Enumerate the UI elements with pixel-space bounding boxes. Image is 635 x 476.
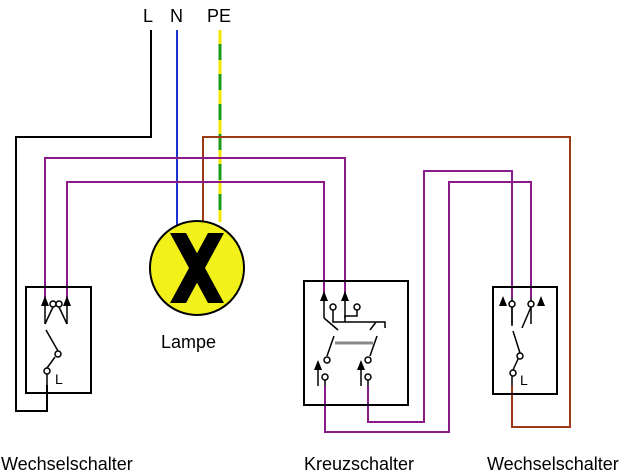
- switched-live-wire: [202, 136, 571, 428]
- lamp: [149, 220, 245, 316]
- switch-right-terminal-L: L: [520, 372, 528, 388]
- switch-right-label: Wechselschalter: [487, 454, 619, 474]
- switch-middle-label: Kreuzschalter: [304, 454, 414, 474]
- traveller-wire-4: [367, 170, 513, 423]
- lamp-x-icon: [170, 233, 224, 303]
- phase-wire: [15, 30, 152, 412]
- switch-right-symbol: [499, 296, 545, 386]
- label-PE: PE: [207, 6, 231, 26]
- switch-left-symbol: [41, 296, 71, 385]
- switch-left-terminal-L: L: [55, 371, 63, 387]
- switch-left-label: Wechselschalter: [1, 454, 133, 474]
- switch-right: L: [492, 286, 558, 395]
- traveller-wire-1: [44, 157, 346, 298]
- switch-left: L: [25, 286, 92, 394]
- switch-middle: [303, 280, 409, 406]
- switch-left-box: [25, 286, 92, 394]
- traveller-wire-3: [324, 181, 532, 433]
- switch-middle-box: [303, 280, 409, 406]
- label-L: L: [143, 6, 153, 26]
- label-N: N: [170, 6, 183, 26]
- switch-right-box: [492, 286, 558, 395]
- switch-middle-symbol: [314, 291, 386, 386]
- lamp-label: Lampe: [161, 332, 216, 352]
- traveller-wire-2: [66, 181, 325, 298]
